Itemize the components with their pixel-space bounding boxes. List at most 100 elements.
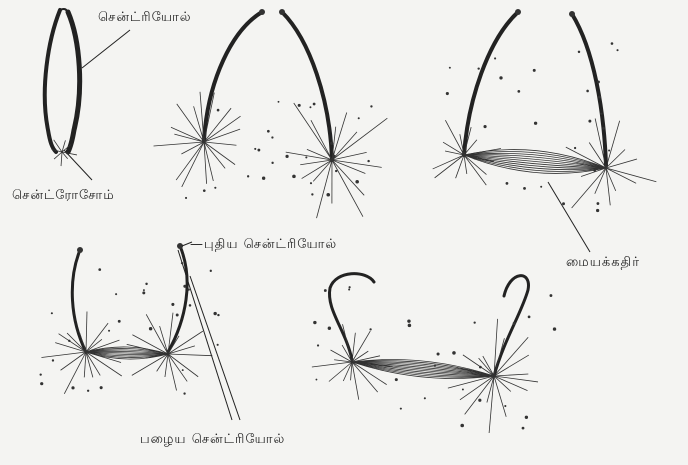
cytoplasm-dot: [446, 92, 449, 95]
cytoplasm-dot: [145, 283, 147, 285]
cytoplasm-dot: [313, 103, 316, 106]
centriole-arm-right: [572, 14, 606, 165]
cytoplasm-dot: [309, 106, 311, 108]
cytoplasm-dot: [596, 209, 599, 212]
cytoplasm-dot: [267, 130, 270, 133]
aster-ray: [343, 324, 352, 362]
cytoplasm-dot: [586, 90, 589, 93]
cytoplasm-dot: [40, 374, 42, 376]
cytoplasm-dot: [525, 416, 528, 419]
cytoplasm-dot: [349, 286, 351, 288]
cytoplasm-dot: [483, 125, 486, 128]
cytoplasm-dot: [478, 399, 481, 402]
cytoplasm-dot: [181, 262, 183, 264]
cytoplasm-dot: [52, 359, 54, 361]
stage-4-new-centrioles: [41, 242, 240, 420]
centrosome-leader: [64, 150, 92, 180]
cytoplasm-dot: [262, 177, 265, 180]
cytoplasm-dot: [214, 187, 216, 189]
stage-1-centrosome: [45, 9, 130, 180]
cytoplasm-dot: [185, 197, 187, 199]
cytoplasm-dot: [578, 51, 580, 53]
cytoplasm-dot: [217, 344, 219, 346]
aster-ray: [300, 160, 332, 165]
cytoplasm-dot: [317, 344, 319, 346]
cytoplasm-dot: [574, 147, 576, 149]
cytoplasm-dot: [182, 369, 184, 371]
aster-ray: [286, 152, 332, 160]
aster-ray: [606, 168, 636, 183]
cytoplasm-dot: [367, 160, 369, 162]
cytoplasm-dot: [328, 327, 331, 330]
aster-ray: [168, 354, 212, 356]
cytoplasm-dot: [460, 424, 464, 428]
aster-ray: [595, 168, 606, 194]
cytoplasm-dot: [513, 322, 516, 325]
cytoplasm-dot: [528, 315, 531, 318]
centriole-arm-b: [282, 12, 332, 160]
cytoplasm-dot: [494, 57, 496, 59]
cytoplasm-dot: [316, 379, 318, 381]
aster-ray: [64, 352, 86, 394]
cytoplasm-dot: [553, 327, 556, 330]
aster-ray: [494, 374, 528, 376]
old-arm-right: [168, 246, 187, 352]
cytoplasm-dot: [183, 392, 185, 394]
cytoplasm-dot: [217, 314, 219, 316]
aster-ray: [606, 168, 656, 182]
cytoplasm-dot: [257, 149, 260, 152]
cytoplasm-dot: [213, 312, 216, 315]
cytoplasm-dot: [149, 327, 152, 330]
cytoplasm-dot: [504, 405, 506, 407]
cytoplasm-dot: [479, 366, 482, 369]
label-old-centriole: பழைய சென்ட்ரியோல்: [140, 432, 285, 448]
label-centriole: சென்ட்ரியோல்: [98, 10, 192, 26]
cytoplasm-dot: [176, 314, 179, 317]
cytoplasm-dot: [477, 67, 479, 69]
cytoplasm-dot: [499, 76, 502, 79]
spindle-fibers-stage4: [86, 347, 168, 359]
aster-ray: [84, 352, 86, 377]
aster-ray: [86, 311, 87, 352]
cytoplasm-dot: [51, 312, 53, 314]
aster-ray: [204, 142, 236, 145]
cytoplasm-dots: [40, 42, 619, 429]
cytoplasm-dot: [271, 136, 273, 138]
aster-ray: [182, 142, 204, 187]
cytoplasm-dot: [247, 175, 249, 177]
cytoplasm-dot: [183, 285, 186, 288]
cytoplasm-dot: [143, 289, 145, 291]
cytoplasm-dot: [115, 293, 117, 295]
cytoplasm-dot: [311, 193, 313, 195]
old-arm-left: [72, 250, 86, 352]
cytoplasm-dot: [549, 294, 552, 297]
cytoplasm-dot: [335, 170, 337, 172]
cytoplasm-dot: [474, 321, 476, 323]
cytoplasm-dot: [611, 42, 614, 45]
cytoplasm-dot: [203, 189, 206, 192]
cytoplasm-dot: [305, 156, 307, 158]
aster-ray: [329, 362, 352, 381]
cytoplasm-dot: [254, 148, 256, 150]
cytoplasm-dot: [330, 142, 333, 145]
cytoplasm-dot: [142, 291, 145, 294]
cytoplasm-dot: [608, 149, 610, 151]
cytoplasm-dot: [298, 104, 301, 107]
cytoplasm-dot: [588, 120, 591, 123]
loop-left: [329, 274, 374, 360]
cytoplasm-dot: [540, 186, 542, 188]
cytoplasm-dot: [449, 67, 451, 69]
cytoplasm-dot: [310, 182, 312, 184]
cytoplasm-dot: [600, 113, 602, 115]
cytoplasm-dot: [616, 49, 618, 51]
stage-2-prophase: [154, 9, 388, 218]
cytoplasm-dot: [369, 328, 371, 330]
centriole-left-arm: [45, 10, 60, 152]
aster-ray: [352, 362, 359, 400]
cytoplasm-dot: [87, 390, 89, 392]
aster-ray: [61, 152, 62, 166]
aster-ray: [176, 142, 204, 180]
cytoplasm-dot: [602, 127, 605, 130]
